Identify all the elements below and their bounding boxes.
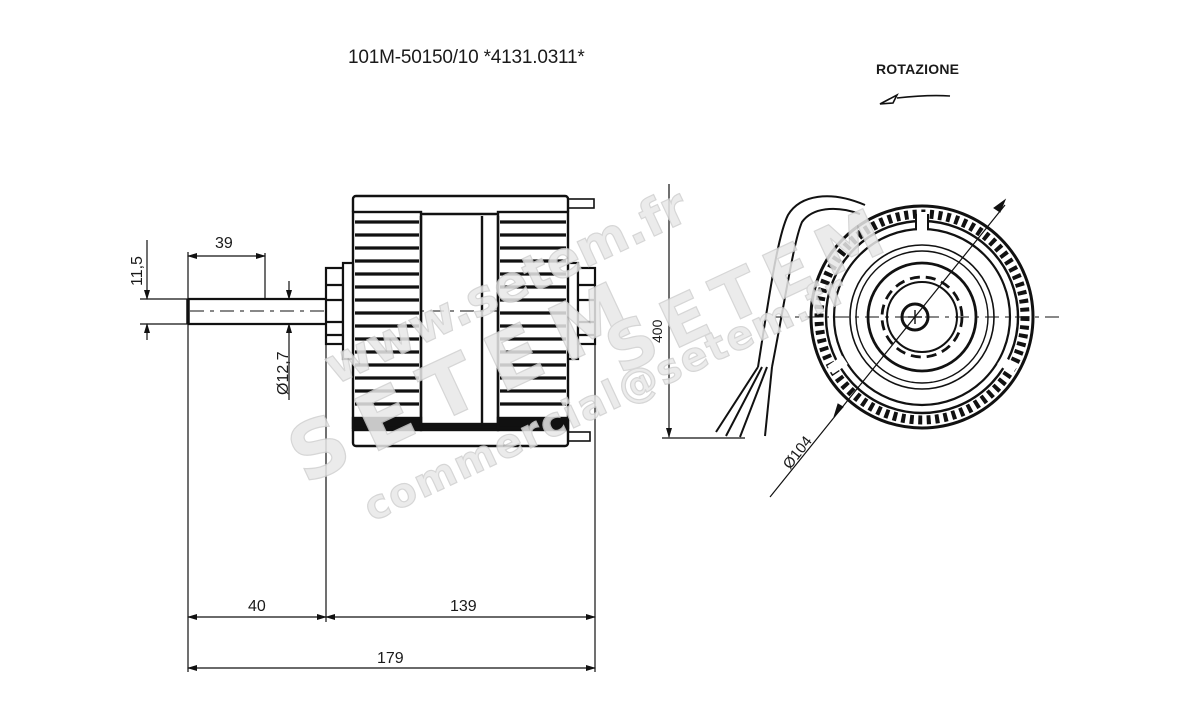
- rotation-label: ROTAZIONE: [876, 61, 960, 77]
- cooling-fins: [355, 220, 566, 406]
- dim-body-length: 139: [450, 598, 477, 615]
- wire-stubs: [567, 198, 595, 442]
- dim-shaft-key-length: 39: [215, 235, 233, 252]
- motor-side-view: [140, 194, 600, 672]
- dim-shaft-diameter: Ø12,7: [275, 351, 292, 395]
- dim-shaft-key-height: 11,5: [129, 256, 146, 286]
- rear-bearing-hub: [565, 261, 597, 361]
- drawing-title: 101M-50150/10 *4131.0311*: [348, 47, 585, 68]
- dim-cable-length: 400: [649, 319, 665, 343]
- dim-shaft-length: 40: [248, 598, 266, 615]
- dim-total-length: 179: [377, 650, 404, 667]
- rotation-arrow-icon: [879, 93, 951, 105]
- dim-body-diameter: Ø104: [780, 433, 816, 472]
- power-cable: [715, 195, 866, 438]
- motor-front-view: [662, 184, 1060, 498]
- front-bearing-hub: [324, 261, 356, 361]
